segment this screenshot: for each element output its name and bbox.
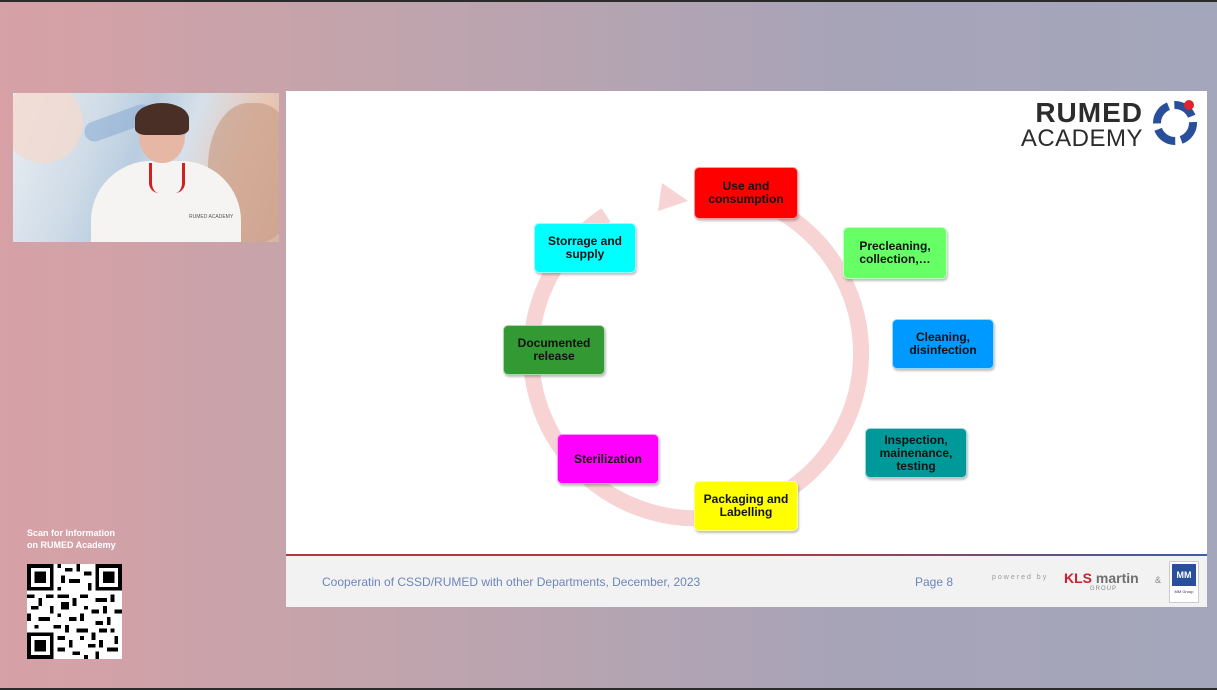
mm-mark: MM — [1172, 564, 1196, 586]
top-border — [0, 0, 1217, 2]
cycle-step-inspection-maintenance-testing: Inspection, mainenance, testing — [865, 428, 967, 478]
powered-by-text: powered by — [992, 574, 1049, 581]
cycle-step-cleaning-disinfection: Cleaning, disinfection — [892, 319, 994, 369]
shirt-logo: RUMED ACADEMY — [189, 214, 234, 220]
mm-group-logo: MM MM Group — [1169, 561, 1199, 603]
cycle-step-storage-and-supply: Storrage and supply — [534, 223, 636, 273]
kls-martin-logo: KLS martin — [1064, 570, 1139, 586]
bottom-border — [0, 688, 1217, 690]
cycle-step-use-and-consumption: Use and consumption — [694, 167, 798, 219]
kls-name: martin — [1095, 570, 1139, 586]
presenter-shirt — [91, 161, 241, 242]
cycle-step-precleaning-collection: Precleaning, collection,… — [843, 227, 947, 279]
page-number: Page 8 — [915, 575, 954, 589]
ampersand: & — [1155, 575, 1162, 585]
kls-prefix: KLS — [1064, 570, 1092, 586]
rumed-logo-icon — [1153, 100, 1197, 145]
qr-code[interactable] — [27, 564, 122, 659]
cycle-step-sterilization: Sterilization — [557, 434, 659, 484]
cycle-step-packaging-and-labelling: Packaging and Labelling — [694, 481, 798, 531]
footer-divider — [286, 554, 1207, 556]
logo-rumed-text: RUMED — [1035, 97, 1143, 128]
qr-label: Scan for Information on RUMED Academy — [27, 528, 116, 550]
footer-title: Cooperatin of CSSD/RUMED with other Depa… — [322, 575, 701, 589]
kls-group-text: GROUP — [1090, 586, 1118, 592]
mm-text: MM Group — [1174, 589, 1194, 594]
logo-academy-text: ACADEMY — [1020, 125, 1143, 152]
cycle-step-documented-release: Documented release — [503, 325, 605, 375]
cycle-arrowhead — [658, 183, 688, 211]
slide-footer — [286, 554, 1207, 607]
presenter-video[interactable]: RUMED ACADEMY — [13, 93, 279, 242]
